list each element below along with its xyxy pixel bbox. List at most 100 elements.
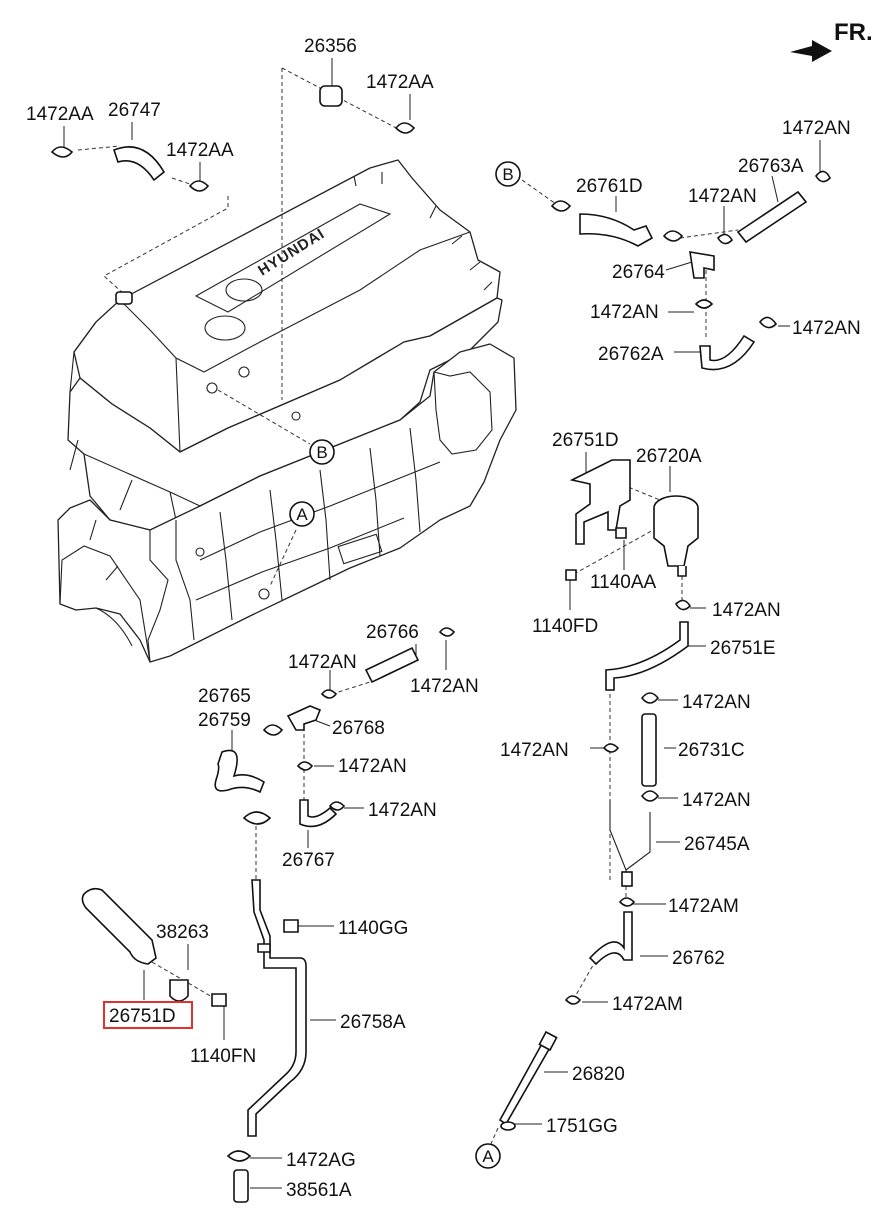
label-1472am[interactable]: 1472AM <box>668 896 739 917</box>
bolt-1140gg <box>283 919 299 933</box>
clamp-shape <box>550 200 572 212</box>
clamp-shape <box>328 801 346 811</box>
label-26765[interactable]: 26765 <box>198 686 251 707</box>
label-26768[interactable]: 26768 <box>332 718 385 739</box>
clamp-shape <box>694 299 714 309</box>
marker-a-circle <box>289 501 315 527</box>
hose-26747 <box>113 146 166 182</box>
label-1472an[interactable]: 1472AN <box>590 302 659 323</box>
label-26720a[interactable]: 26720A <box>636 446 702 467</box>
label-1472an[interactable]: 1472AN <box>368 800 437 821</box>
hose-26762 <box>588 911 633 966</box>
label-26763a[interactable]: 26763A <box>738 156 804 177</box>
label-26751d[interactable]: 26751D <box>552 430 619 451</box>
label-26356[interactable]: 26356 <box>304 36 357 57</box>
grommet-1751gg <box>500 1121 516 1131</box>
label-1140fd[interactable]: 1140FD <box>532 616 598 637</box>
fitting-26768 <box>286 705 322 731</box>
label-1472aa[interactable]: 1472AA <box>366 72 434 93</box>
clamp-shape <box>716 233 734 245</box>
label-26762[interactable]: 26762 <box>672 948 725 969</box>
pipe-26820-end <box>538 1030 558 1052</box>
label-1472an[interactable]: 1472AN <box>338 756 407 777</box>
label-1472ag[interactable]: 1472AG <box>286 1150 356 1171</box>
label-1472an[interactable]: 1472AN <box>682 692 751 713</box>
label-38263[interactable]: 38263 <box>156 922 209 943</box>
pipe-26820 <box>498 1038 554 1126</box>
front-arrow-icon <box>790 40 832 62</box>
label-1140fn[interactable]: 1140FN <box>190 1046 256 1067</box>
marker-b-engine: B <box>316 443 327 462</box>
label-26762a[interactable]: 26762A <box>598 344 664 365</box>
clamp-shape <box>296 761 314 771</box>
marker-b-circle <box>495 161 521 187</box>
highlight-box <box>103 1001 193 1029</box>
cap-26356 <box>319 85 343 107</box>
marker-a-engine: A <box>296 505 308 524</box>
marker-a-bottom: A <box>482 1147 494 1166</box>
fitting-shape <box>115 291 133 305</box>
clamp-shape <box>50 146 74 158</box>
hose-26751e <box>605 621 689 691</box>
marker-a-circle <box>475 1143 501 1169</box>
label-26747[interactable]: 26747 <box>108 100 161 121</box>
label-1472an[interactable]: 1472AN <box>712 600 781 621</box>
hose-26761d <box>579 213 654 247</box>
clamp-shape <box>242 811 272 825</box>
label-1472an[interactable]: 1472AN <box>500 740 569 761</box>
engine-illustration: HYUNDAI <box>57 159 517 663</box>
hose-26763a <box>736 190 808 244</box>
label-1472an[interactable]: 1472AN <box>782 118 851 139</box>
clamp-shape <box>438 627 456 637</box>
separator-outlet <box>677 566 687 577</box>
label-1472an[interactable]: 1472AN <box>288 652 357 673</box>
hose-38561a <box>233 1169 249 1203</box>
label-1472an[interactable]: 1472AN <box>688 186 757 207</box>
label-1472am[interactable]: 1472AM <box>612 994 683 1015</box>
part-shapes <box>50 85 831 1203</box>
label-38561a[interactable]: 38561A <box>286 1180 352 1201</box>
pipe-stub <box>257 943 271 953</box>
bracket-26751d-top <box>569 459 631 545</box>
front-label: FR. <box>834 19 873 46</box>
separator-body <box>653 508 699 567</box>
reference-markers: B B A A <box>289 161 521 1169</box>
clamp-shape <box>662 230 684 242</box>
label-1140gg[interactable]: 1140GG <box>338 918 408 939</box>
label-1472an[interactable]: 1472AN <box>410 676 479 697</box>
clamp-1472ag <box>226 1150 252 1162</box>
label-1472an[interactable]: 1472AN <box>792 318 861 339</box>
clamp-shape <box>758 316 778 329</box>
label-1751gg[interactable]: 1751GG <box>546 1116 618 1137</box>
bolt-1140fn <box>211 993 227 1007</box>
clamp-shape <box>188 180 210 192</box>
label-26766[interactable]: 26766 <box>366 622 419 643</box>
clamp-shape <box>815 170 831 183</box>
label-26761d[interactable]: 26761D <box>576 176 643 197</box>
label-26764[interactable]: 26764 <box>612 262 665 283</box>
fitting-tee <box>621 871 633 887</box>
guide-lines <box>63 58 821 1189</box>
clamp-shape <box>320 689 338 699</box>
label-26820[interactable]: 26820 <box>572 1064 625 1085</box>
part-labels: 26356 1472AA 1472AA 26747 1472AA 1472AN … <box>26 36 861 1201</box>
clamp-shape <box>394 122 416 134</box>
label-26758a[interactable]: 26758A <box>340 1012 406 1033</box>
bolt-1140aa <box>615 527 627 539</box>
label-1472aa[interactable]: 1472AA <box>26 104 94 125</box>
label-26751e[interactable]: 26751E <box>710 638 776 659</box>
label-26759[interactable]: 26759 <box>198 710 251 731</box>
marker-b-circle <box>309 439 335 465</box>
label-1472aa[interactable]: 1472AA <box>166 140 234 161</box>
clamp-shape <box>602 743 620 753</box>
label-26745a[interactable]: 26745A <box>684 834 750 855</box>
label-26767[interactable]: 26767 <box>282 850 335 871</box>
label-26731c[interactable]: 26731C <box>678 740 745 761</box>
label-1472an[interactable]: 1472AN <box>682 790 751 811</box>
hose-26767 <box>299 799 338 828</box>
clamp-shape <box>618 897 636 907</box>
clamp-shape <box>640 692 660 704</box>
label-26751d-highlighted[interactable]: 26751D <box>109 1006 176 1027</box>
label-1140aa[interactable]: 1140AA <box>590 572 657 593</box>
front-direction-indicator: FR. <box>790 19 873 62</box>
